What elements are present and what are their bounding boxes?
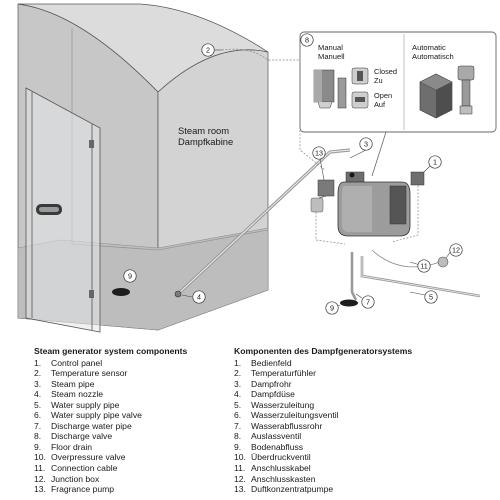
- legend-english: Steam generator system components 1.Cont…: [34, 346, 264, 495]
- open-label: Open: [374, 91, 392, 100]
- legend-item: 2.Temperaturfühler: [234, 368, 316, 379]
- legend-item: 1.Bedienfeld: [234, 357, 292, 368]
- legend-item: 8.Discharge valve: [34, 431, 113, 442]
- callout-12: 12: [449, 243, 463, 257]
- steam-room-label-de: Dampfkabine: [178, 136, 233, 147]
- manual-label: Manual: [318, 43, 343, 52]
- legend-item: 4.Steam nozzle: [34, 389, 104, 400]
- room-ceiling: [17, 3, 269, 93]
- svg-text:11: 11: [420, 262, 427, 271]
- open-label-de: Auf: [374, 100, 386, 109]
- legend-item: 6.Water supply pipe valve: [34, 410, 142, 421]
- automatic-label-de: Automatisch: [412, 52, 454, 61]
- legend-item: 13.Duftkonzentratpumpe: [234, 484, 334, 495]
- junction-box: [437, 256, 449, 268]
- valve-detail: Manual Manuell Automatic Automatisch Clo…: [299, 31, 497, 133]
- legend-item: 2.Temperature sensor: [34, 368, 128, 379]
- installation-diagram: Manual Manuell Automatic Automatisch Clo…: [17, 3, 497, 333]
- callout-7: 7: [361, 295, 375, 309]
- automatic-label: Automatic: [412, 43, 446, 52]
- svg-text:3: 3: [364, 140, 368, 149]
- glass-door: [25, 87, 101, 333]
- legend-german-heading: Komponenten des Dampfgeneratorsystems: [234, 346, 413, 356]
- legend-item: 10.Überdruckventil: [234, 452, 311, 463]
- closed-label-de: Zu: [374, 76, 383, 85]
- legend-item: 4.Dampfdüse: [234, 389, 295, 400]
- legend-item: 10.Overpressure valve: [34, 452, 126, 463]
- closed-label: Closed: [374, 67, 397, 76]
- callout-8: 8: [300, 33, 314, 47]
- sensor-cable: [221, 48, 326, 171]
- svg-text:4: 4: [197, 293, 201, 302]
- legend-item: 3.Dampfrohr: [234, 378, 292, 389]
- connection-cable: [371, 249, 441, 268]
- floor-drain-1: [112, 288, 130, 296]
- discharge-water-pipe: [350, 252, 358, 301]
- legend-german-list: 1.Bedienfeld 2.Temperaturfühler 3.Dampfr…: [234, 358, 464, 495]
- generator-indicator: [349, 172, 355, 178]
- legend-english-heading: Steam generator system components: [34, 346, 188, 356]
- door-hinge: [89, 140, 94, 148]
- legend-item: 6.Wasserzuleitungsventil: [234, 410, 339, 421]
- legend-item: 7.Wasserabflussrohr: [234, 420, 323, 431]
- legend-item: 13.Fragrance pump: [34, 484, 115, 495]
- svg-text:13: 13: [315, 149, 323, 158]
- control-panel[interactable]: [410, 171, 425, 186]
- callout-3: 3: [359, 137, 373, 151]
- room-floor-line: [157, 229, 269, 251]
- steam-room-label: Steam room: [178, 125, 229, 136]
- svg-text:5: 5: [429, 293, 433, 302]
- svg-text:1: 1: [433, 158, 437, 167]
- legend-english-list: 1.Control panel 2.Temperature sensor 3.S…: [34, 358, 264, 495]
- legend-item: 8.Auslassventil: [234, 431, 302, 442]
- callout-5: 5: [424, 290, 438, 304]
- callout-1: 1: [428, 155, 442, 169]
- manual-valve-illustration: [313, 69, 347, 109]
- callout-9-drain: 9: [325, 301, 339, 315]
- valve-closed-icon: [351, 67, 369, 85]
- legend-item: 12.Junction box: [34, 473, 100, 484]
- svg-text:2: 2: [206, 46, 210, 55]
- fragrance-pump: [310, 179, 335, 213]
- legend-item: 9.Bodenabfluss: [234, 441, 304, 452]
- svg-text:9: 9: [128, 272, 132, 281]
- legend-item: 12.Anschlusskasten: [234, 473, 316, 484]
- svg-text:9: 9: [330, 304, 334, 313]
- callout-11: 11: [417, 259, 431, 273]
- legend-item: 11.Connection cable: [34, 463, 118, 474]
- callout-2: 2: [201, 43, 215, 57]
- legend-german: Komponenten des Dampfgeneratorsystems 1.…: [234, 346, 464, 495]
- svg-text:8: 8: [305, 36, 309, 45]
- legend-item: 3.Steam pipe: [34, 378, 95, 389]
- callout-13: 13: [312, 146, 326, 160]
- legend-item: 9.Floor drain: [34, 441, 93, 452]
- legend-item: 7.Discharge water pipe: [34, 420, 132, 431]
- callout-4: 4: [192, 290, 206, 304]
- valve-open-icon: [351, 91, 369, 109]
- door-hinge: [89, 290, 94, 298]
- automatic-valve-illustration: [419, 65, 475, 119]
- svg-text:12: 12: [452, 246, 460, 255]
- steam-generator: [337, 171, 411, 237]
- floor-drain-2: [340, 299, 358, 307]
- steam-nozzle: [174, 290, 182, 298]
- svg-text:7: 7: [366, 298, 370, 307]
- manual-label-de: Manuell: [318, 52, 345, 61]
- legend-item: 1.Control panel: [34, 357, 103, 368]
- legend-item: 5.Water supply pipe: [34, 399, 120, 410]
- legend-item: 11.Anschlusskabel: [234, 463, 311, 474]
- control-cable: [391, 182, 419, 243]
- callout-9-room: 9: [123, 269, 137, 283]
- legend-item: 5.Wasserzuleitung: [234, 399, 315, 410]
